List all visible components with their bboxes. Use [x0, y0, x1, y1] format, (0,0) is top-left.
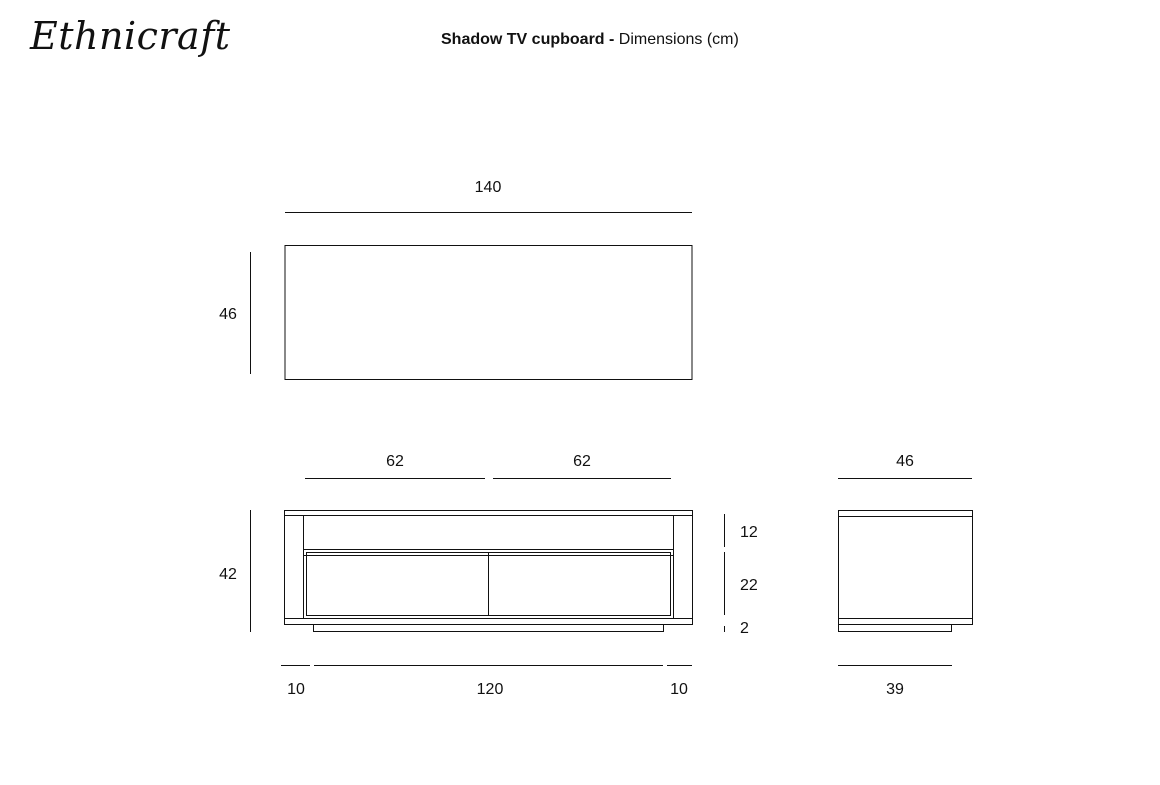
ethnicraft-logo: Ethnicraft — [30, 14, 231, 58]
side-bottom-panel — [838, 618, 973, 625]
side-depth-label: 46 — [896, 453, 914, 470]
front-top-panel — [284, 510, 693, 516]
product-name: Shadow TV cupboard — [441, 31, 605, 48]
side-body — [838, 516, 973, 619]
side-view — [838, 510, 973, 632]
title-subtitle: Dimensions (cm) — [618, 31, 739, 48]
top-depth-label: 46 — [219, 306, 237, 323]
front-base — [313, 624, 664, 632]
front-section-mid-label: 22 — [740, 577, 758, 594]
bottom-left-label: 10 — [287, 681, 305, 698]
front-door-left — [306, 552, 489, 616]
bottom-center-label: 120 — [477, 681, 504, 698]
front-view — [284, 510, 693, 632]
top-width-label: 140 — [475, 179, 502, 196]
page-title: Shadow TV cupboard - Dimensions (cm) — [441, 31, 739, 49]
front-door-right-label: 62 — [573, 453, 591, 470]
top-view-outline — [284, 245, 693, 380]
front-section-base-label: 2 — [740, 620, 749, 637]
front-door-left-label: 62 — [386, 453, 404, 470]
front-bottom-panel — [284, 618, 693, 625]
side-base-depth-label: 39 — [886, 681, 904, 698]
bottom-right-label: 10 — [670, 681, 688, 698]
front-height-label: 42 — [219, 566, 237, 583]
front-section-top-label: 12 — [740, 524, 758, 541]
title-separator: - — [609, 31, 615, 48]
side-base — [838, 624, 952, 632]
side-top-panel — [838, 510, 973, 517]
dimension-labels: 140 46 62 62 42 12 22 2 10 120 10 46 39 — [219, 179, 914, 698]
front-door-right — [488, 552, 671, 616]
